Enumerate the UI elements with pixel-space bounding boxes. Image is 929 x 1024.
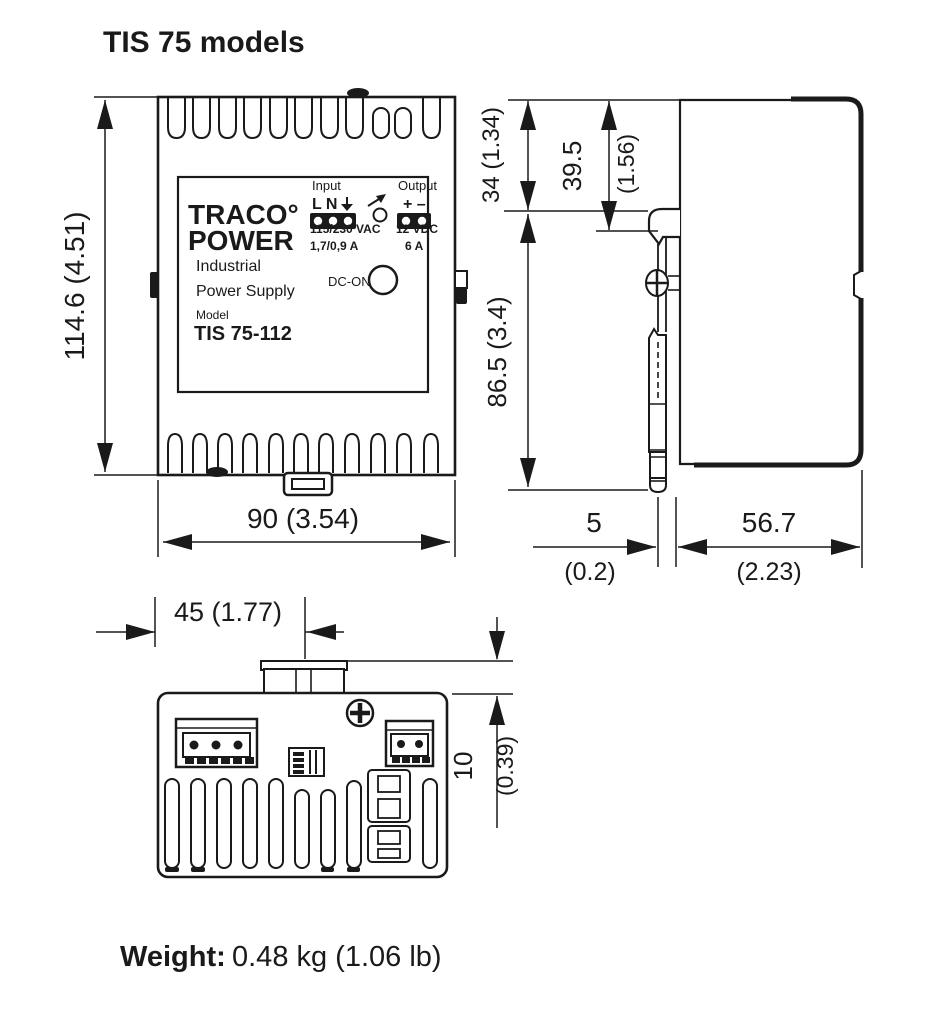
din-slider	[367, 769, 411, 863]
side-view: 34 (1.34) 39.5 (1.56) 86.5 (3.4) 5 (0.2)	[478, 96, 866, 586]
bottom-output-terminal-block	[384, 719, 435, 768]
output-polarity: + –	[403, 196, 426, 213]
dimension-front-height: 114.6 (4.51)	[59, 96, 158, 476]
input-voltage-rating: 115/230 VAC	[310, 222, 381, 236]
model-label: Model	[196, 308, 229, 322]
top-screw-bump	[347, 88, 369, 98]
dimension-clip-protrusion: 5 (0.2)	[533, 497, 677, 586]
page-title: TIS 75 models	[103, 26, 305, 59]
left-edge-tab	[150, 272, 159, 298]
dim-side-rail-offset-mm: 39.5	[557, 141, 587, 192]
output-current-rating: 6 A	[405, 239, 424, 253]
dimension-side-rail-offset: 39.5 (1.56)	[557, 101, 658, 232]
input-section: Input L N 115/230 VAC 1,7/0,9 A	[310, 178, 381, 253]
dc-on-led-icon	[367, 264, 399, 296]
output-screw-1	[401, 216, 411, 226]
dim-side-depth-mm: 56.7	[742, 507, 797, 538]
bottom-slot-shadows	[165, 867, 360, 872]
dim-bottom-clip-height-in: (0.39)	[492, 736, 518, 796]
product-name-line1: Industrial	[196, 258, 261, 275]
output-section: Output + – 12 VDC 6 A	[396, 178, 438, 253]
dim-bottom-clip-height-mm: 10	[448, 752, 478, 781]
weight-note: Weight: 0.48 kg (1.06 lb)	[120, 941, 442, 973]
dim-bottom-clip-offset-label: 45 (1.77)	[174, 597, 282, 627]
right-edge-tab	[454, 270, 468, 304]
input-screw-3	[343, 216, 353, 226]
weight-label: Weight:	[120, 941, 226, 973]
ventilation-slots-bottom	[167, 432, 439, 473]
dim-side-top-offset-label: 34 (1.34)	[478, 107, 505, 203]
voltage-adjust-icon	[367, 194, 388, 223]
output-screw-2	[417, 216, 427, 226]
input-screw-2	[328, 216, 338, 226]
dimension-side-top-offset: 34 (1.34)	[478, 99, 680, 212]
dim-side-rail-offset-in: (1.56)	[613, 134, 639, 194]
bottom-input-terminal-block	[174, 717, 259, 769]
dim-side-lower-depth-label: 86.5 (3.4)	[482, 296, 512, 407]
side-body	[678, 98, 862, 466]
dimension-bottom-clip-height: 10 (0.39)	[348, 617, 518, 828]
output-label: Output	[398, 178, 437, 193]
dim-front-height-label: 114.6 (4.51)	[59, 212, 90, 361]
model-number: TIS 75-112	[194, 323, 292, 345]
dim-clip-protrusion-in: (0.2)	[564, 558, 615, 586]
input-label: Input	[312, 178, 341, 193]
bottom-edge-bump	[206, 467, 228, 477]
clip-screw-icon	[645, 269, 680, 297]
ventilation-slots-top	[167, 98, 441, 140]
dim-side-depth-in: (2.23)	[736, 558, 801, 586]
dc-on-label: DC-ON	[328, 274, 371, 289]
side-right-notch	[852, 270, 866, 300]
input-screw-1	[313, 216, 323, 226]
brand-logo-line2: POWER	[188, 225, 294, 256]
output-voltage-rating: 12 VDC	[396, 222, 438, 236]
dim-clip-protrusion-mm: 5	[586, 507, 602, 538]
dimension-bottom-clip-offset: 45 (1.77)	[96, 597, 344, 659]
bottom-adjust-pot	[288, 747, 325, 777]
input-terminal-letters: L N	[312, 196, 337, 213]
product-name-line2: Power Supply	[196, 283, 295, 300]
din-clip-arm	[648, 327, 667, 494]
weight-value: 0.48 kg (1.06 lb)	[232, 941, 442, 973]
input-current-rating: 1,7/0,9 A	[310, 239, 359, 253]
dimension-front-width: 90 (3.54)	[157, 480, 456, 557]
phillips-screw-icon	[345, 698, 375, 728]
dim-front-width-label: 90 (3.54)	[247, 503, 359, 534]
dimension-side-depth: 56.7 (2.23)	[678, 470, 863, 586]
din-release-tab	[282, 471, 334, 497]
dimension-side-lower-depth: 86.5 (3.4)	[482, 214, 648, 491]
earth-ground-icon	[341, 197, 353, 211]
bottom-slots	[164, 778, 438, 869]
bottom-din-clip	[260, 660, 348, 695]
bottom-view: 45 (1.77) 10 (0.39)	[96, 597, 518, 879]
front-view: TRACO° POWER Industrial Power Supply Mod…	[59, 88, 468, 557]
brand-logo-line1: TRACO°	[188, 199, 299, 230]
